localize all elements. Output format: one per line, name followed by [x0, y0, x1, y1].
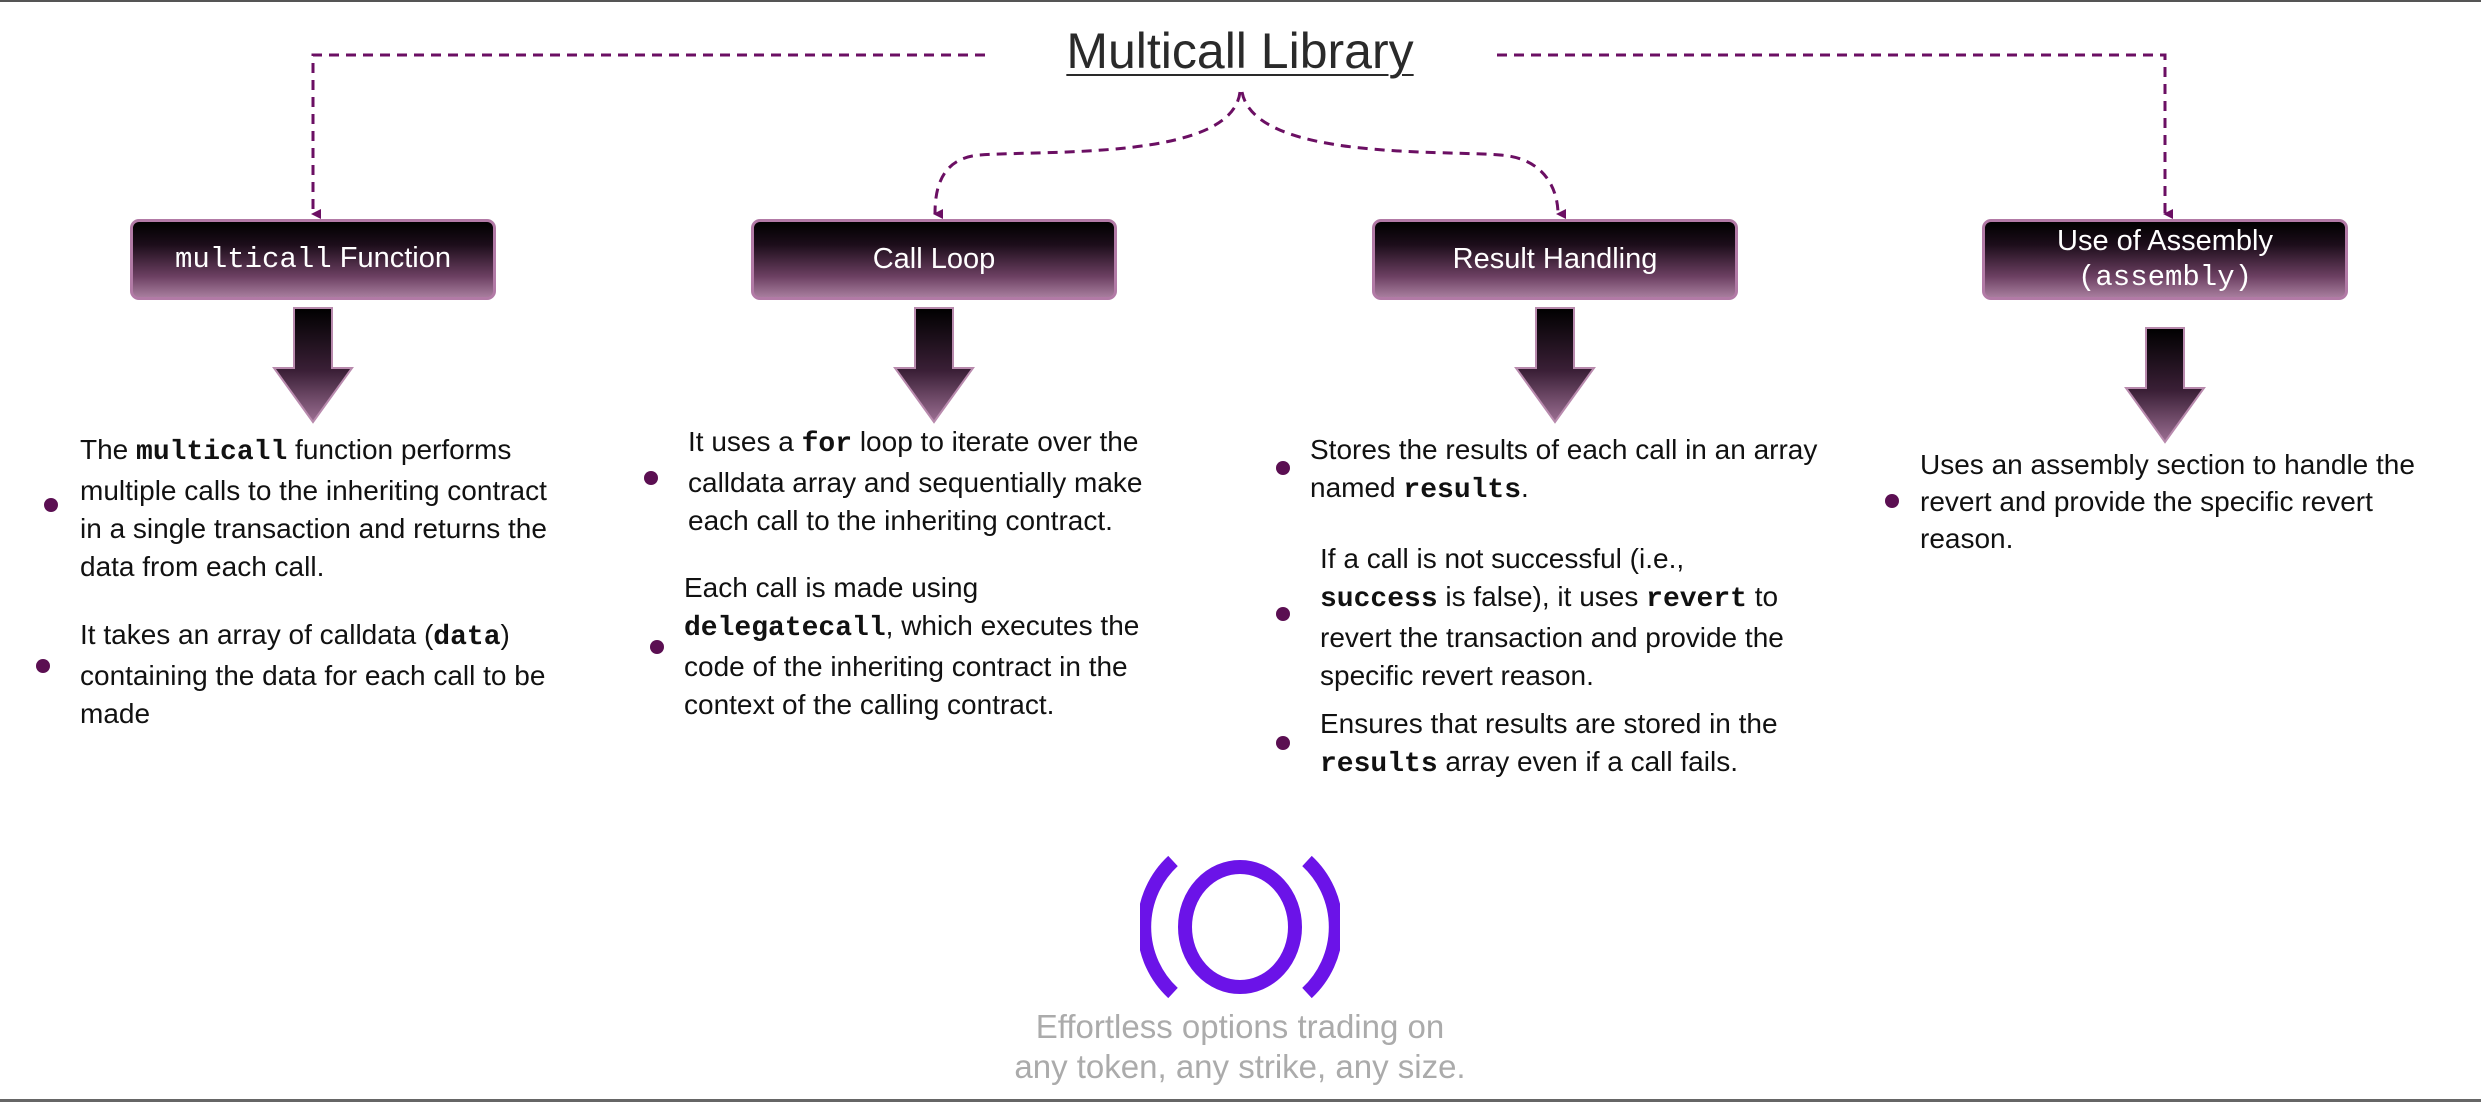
ring-logo-icon — [1140, 855, 1340, 999]
bullet-dot — [44, 498, 58, 512]
list-item: Uses an assembly section to handle the r… — [1885, 446, 2420, 557]
node-label: Call Loop — [872, 243, 996, 276]
bottom-border — [0, 1099, 2481, 1102]
list-item: If a call is not successful (i.e., succe… — [1276, 540, 1790, 695]
tagline-line: any token, any strike, any size. — [1014, 1048, 1466, 1085]
node-label: Result Handling — [1452, 243, 1658, 276]
down-arrow-icon — [893, 307, 975, 424]
connector-call-loop — [933, 91, 1242, 220]
down-arrow-icon — [2124, 327, 2206, 444]
bullet-dot — [650, 640, 664, 654]
list-item: It uses a for loop to iterate over the c… — [644, 423, 1178, 540]
down-arrow-icon — [272, 307, 354, 424]
diagram-title: Multicall Library — [1066, 23, 1414, 79]
bullet-dot — [1885, 494, 1899, 508]
node-code: multicall — [175, 243, 332, 277]
connector-result-handling — [1240, 91, 1567, 219]
node-label: Function — [331, 242, 451, 275]
tagline-line: Effortless options trading on — [1035, 1008, 1445, 1045]
node-label: Use of Assembly — [2057, 225, 2273, 258]
bullet-dot — [1276, 461, 1290, 475]
down-arrow-icon — [1514, 307, 1596, 424]
bullet-dot — [644, 471, 658, 485]
connector-multicall — [311, 53, 985, 219]
list-item: Each call is made using delegatecall, wh… — [650, 569, 1174, 724]
list-item: It takes an array of calldata (data) con… — [36, 616, 560, 733]
tagline: Effortless options trading on any token,… — [940, 1007, 1540, 1087]
node-use-of-assembly: Use of Assembly (assembly) — [1982, 219, 2348, 300]
bullet-list-call-loop: It uses a for loop to iterate over the c… — [644, 423, 1178, 724]
connector-assembly — [1497, 53, 2173, 219]
node-code: (assembly) — [2077, 260, 2253, 294]
bullet-dot — [36, 659, 50, 673]
list-item: The multicall function performs multiple… — [44, 431, 560, 586]
node-multicall-function: multicall Function — [130, 219, 496, 300]
bullet-list-multicall: The multicall function performs multiple… — [36, 431, 560, 733]
node-call-loop: Call Loop — [751, 219, 1117, 300]
bullet-list-assembly: Uses an assembly section to handle the r… — [1885, 446, 2420, 557]
bullet-dot — [1276, 736, 1290, 750]
top-border — [0, 0, 2481, 2]
list-item: Stores the results of each call in an ar… — [1276, 431, 1830, 510]
node-result-handling: Result Handling — [1372, 219, 1738, 300]
list-item: Ensures that results are stored in the r… — [1276, 705, 1840, 784]
bullet-dot — [1276, 607, 1290, 621]
bullet-list-result-handling: Stores the results of each call in an ar… — [1276, 431, 1830, 784]
